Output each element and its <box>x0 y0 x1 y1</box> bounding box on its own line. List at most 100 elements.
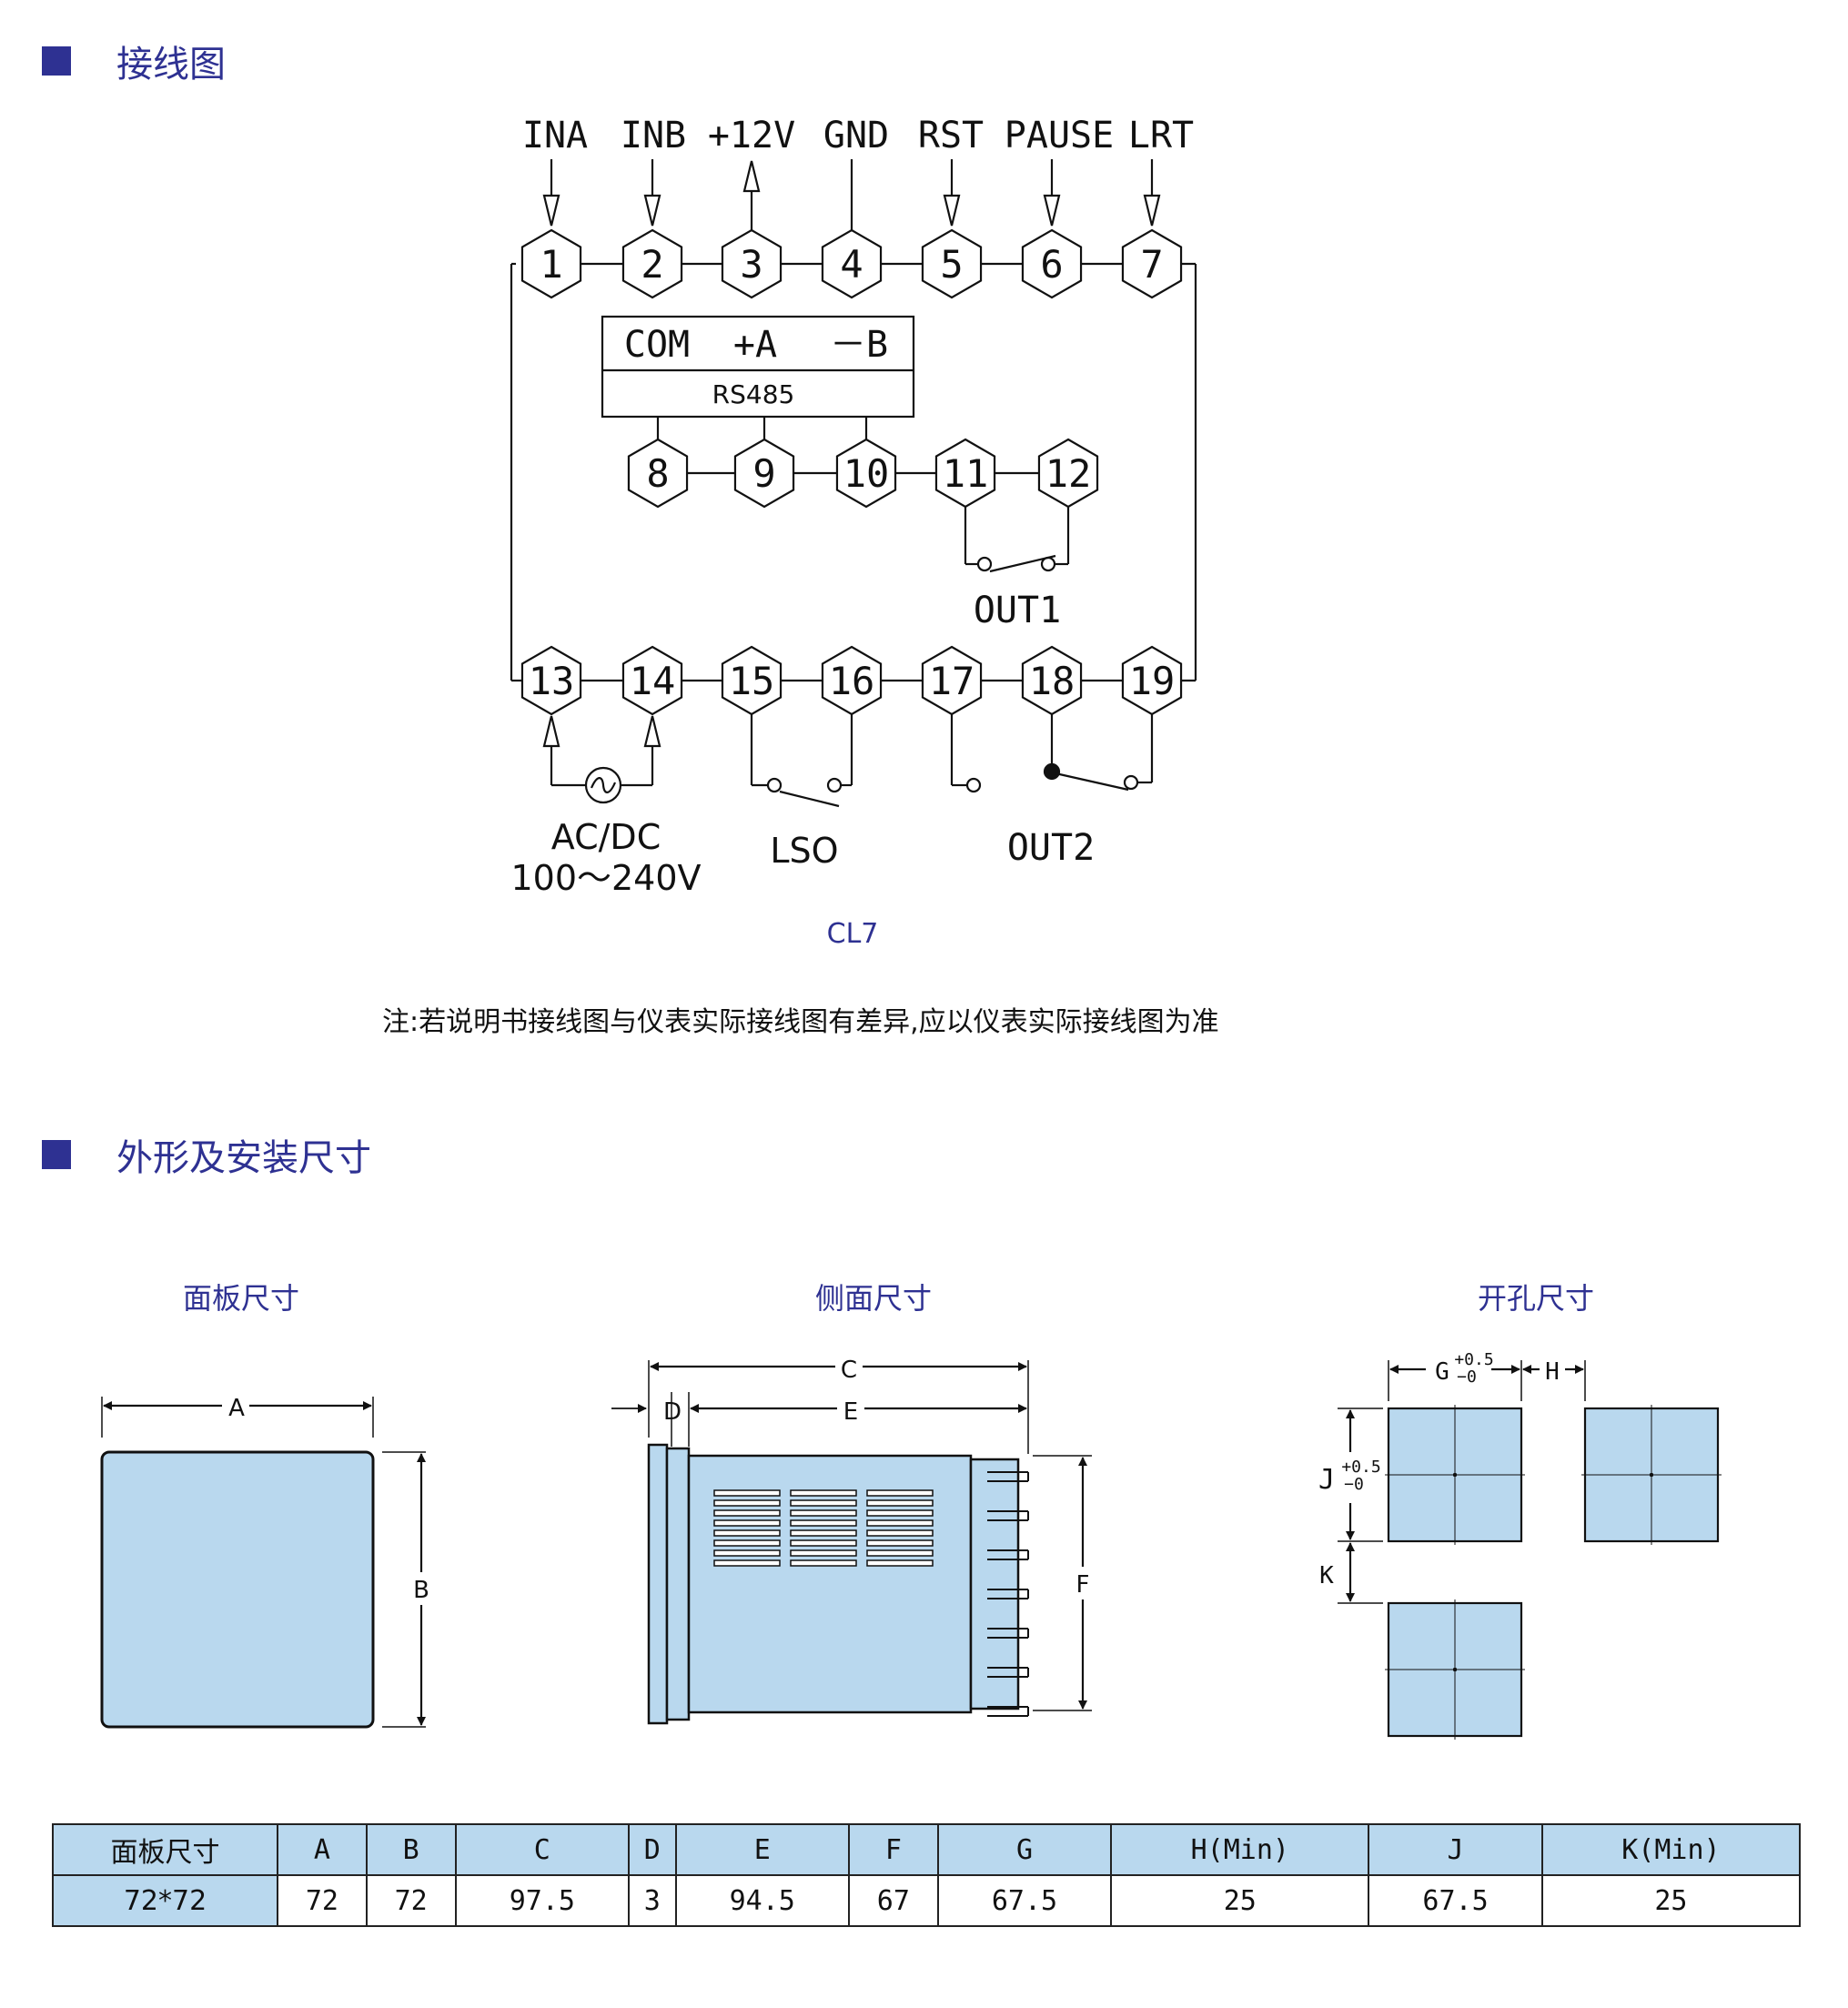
table-header-cell: E <box>674 1823 850 1876</box>
top-label-12v: +12V <box>708 115 795 156</box>
contact-icon <box>976 556 993 572</box>
table-header-cell: K(Min) <box>1540 1823 1802 1876</box>
terminal-11-label: 11 <box>943 451 989 496</box>
vent-slot <box>713 1529 781 1537</box>
section-title-dimensions: 外形及安装尺寸 <box>42 1128 371 1181</box>
terminal-3-label: 3 <box>740 242 762 287</box>
dim-c-label: C <box>841 1357 857 1384</box>
wiring-note: 注:若说明书接线图与仪表实际接线图有差异,应以仪表实际接线图为准 <box>382 1006 1219 1038</box>
rs485-box <box>601 315 915 419</box>
dim-g-tol-minus: −0 <box>1457 1367 1477 1387</box>
terminal-12-label: 12 <box>1045 451 1092 496</box>
common-contact-icon <box>1043 762 1061 781</box>
vent-slot <box>866 1549 934 1557</box>
terminal-8 <box>627 438 689 509</box>
dim-b-label: B <box>413 1577 429 1604</box>
table-header-cell: J <box>1368 1823 1543 1876</box>
table-cell: 97.5 <box>454 1874 631 1927</box>
terminal-9 <box>733 438 795 509</box>
terminal-4 <box>821 228 883 299</box>
panel-face <box>100 1450 375 1729</box>
rs485-a-label: +A <box>733 324 777 366</box>
dim-k-label: K <box>1319 1562 1334 1589</box>
contact-icon <box>1123 774 1139 791</box>
table-header-cell: G <box>936 1823 1113 1876</box>
dim-a-label: A <box>228 1395 245 1422</box>
terminal-3 <box>721 228 783 299</box>
table-header-cell: D <box>628 1823 677 1876</box>
terminal-4-label: 4 <box>840 242 863 287</box>
vent-slot <box>866 1499 934 1507</box>
contact-icon <box>766 777 783 793</box>
power-arrow-icon <box>542 715 560 748</box>
terminal-7-label: 7 <box>1140 242 1163 287</box>
dim-j-tol-minus: −0 <box>1344 1475 1364 1494</box>
dim-e-label: E <box>843 1398 858 1426</box>
vent-slot <box>790 1559 857 1567</box>
side-body <box>687 1454 973 1714</box>
vent-slot <box>866 1519 934 1527</box>
table-header-cell: F <box>847 1823 939 1876</box>
top-label-gnd: GND <box>823 115 889 156</box>
vent-slot <box>790 1499 857 1507</box>
contact-icon <box>826 777 843 793</box>
terminal-13-label: 13 <box>529 659 575 703</box>
vent-slot <box>713 1489 781 1497</box>
terminal-18-label: 18 <box>1029 659 1075 703</box>
terminal-1 <box>520 228 582 299</box>
terminal-5-label: 5 <box>940 242 963 287</box>
cutout-view-title: 开孔尺寸 <box>1477 1281 1595 1316</box>
power-label-range: 100～240V <box>510 858 701 898</box>
vent-slot <box>790 1519 857 1527</box>
vent-slot <box>790 1489 857 1497</box>
terminal-2-label: 2 <box>641 242 663 287</box>
section-marker-icon <box>42 1140 71 1169</box>
signal-out-arrow-icon <box>742 160 761 193</box>
terminal-10-label: 10 <box>843 451 890 496</box>
table-header-cell: C <box>454 1823 631 1876</box>
signal-in-arrow-icon <box>943 194 961 227</box>
vent-slot <box>790 1509 857 1517</box>
top-label-lrt: LRT <box>1128 115 1194 156</box>
terminal-17-label: 17 <box>929 659 975 703</box>
table-cell: 25 <box>1110 1874 1370 1927</box>
vent-slot <box>866 1539 934 1547</box>
vent-slot <box>866 1489 934 1497</box>
vent-slot <box>713 1509 781 1517</box>
dim-j-tol-plus: +0.5 <box>1341 1458 1380 1477</box>
signal-in-arrow-icon <box>1143 194 1161 227</box>
dim-h-label: H <box>1545 1358 1560 1386</box>
terminal-14 <box>621 645 683 716</box>
dim-j-label: J <box>1318 1464 1335 1496</box>
terminal-9-label: 9 <box>752 451 775 496</box>
vent-slot <box>713 1539 781 1547</box>
out2-label: OUT2 <box>1007 827 1095 869</box>
vent-slot <box>713 1559 781 1567</box>
panel-view-title: 面板尺寸 <box>182 1281 300 1316</box>
table-cell: 94.5 <box>674 1874 850 1927</box>
terminal-7 <box>1121 228 1183 299</box>
table-cell: 25 <box>1540 1874 1802 1927</box>
top-label-ina: INA <box>522 115 588 156</box>
terminal-2 <box>621 228 683 299</box>
dim-g-label: G <box>1435 1358 1449 1386</box>
side-terminal-block <box>969 1458 1020 1710</box>
terminal-5 <box>921 228 983 299</box>
table-cell: 67.5 <box>936 1874 1113 1927</box>
section-marker-icon <box>42 46 71 76</box>
power-label-acdc: AC/DC <box>551 817 661 857</box>
table-header-cell: A <box>277 1823 368 1876</box>
section-title-dimensions-text: 外形及安装尺寸 <box>116 1137 371 1179</box>
section-title-wiring: 接线图 <box>42 35 226 87</box>
vent-slot <box>790 1549 857 1557</box>
rs485-label: RS485 <box>712 379 795 409</box>
ac-wave-icon <box>590 777 617 793</box>
signal-in-arrow-icon <box>1043 194 1061 227</box>
vent-slot <box>866 1529 934 1537</box>
section-title-wiring-text: 接线图 <box>116 44 226 86</box>
out1-label: OUT1 <box>974 590 1061 631</box>
contact-icon <box>965 777 982 793</box>
